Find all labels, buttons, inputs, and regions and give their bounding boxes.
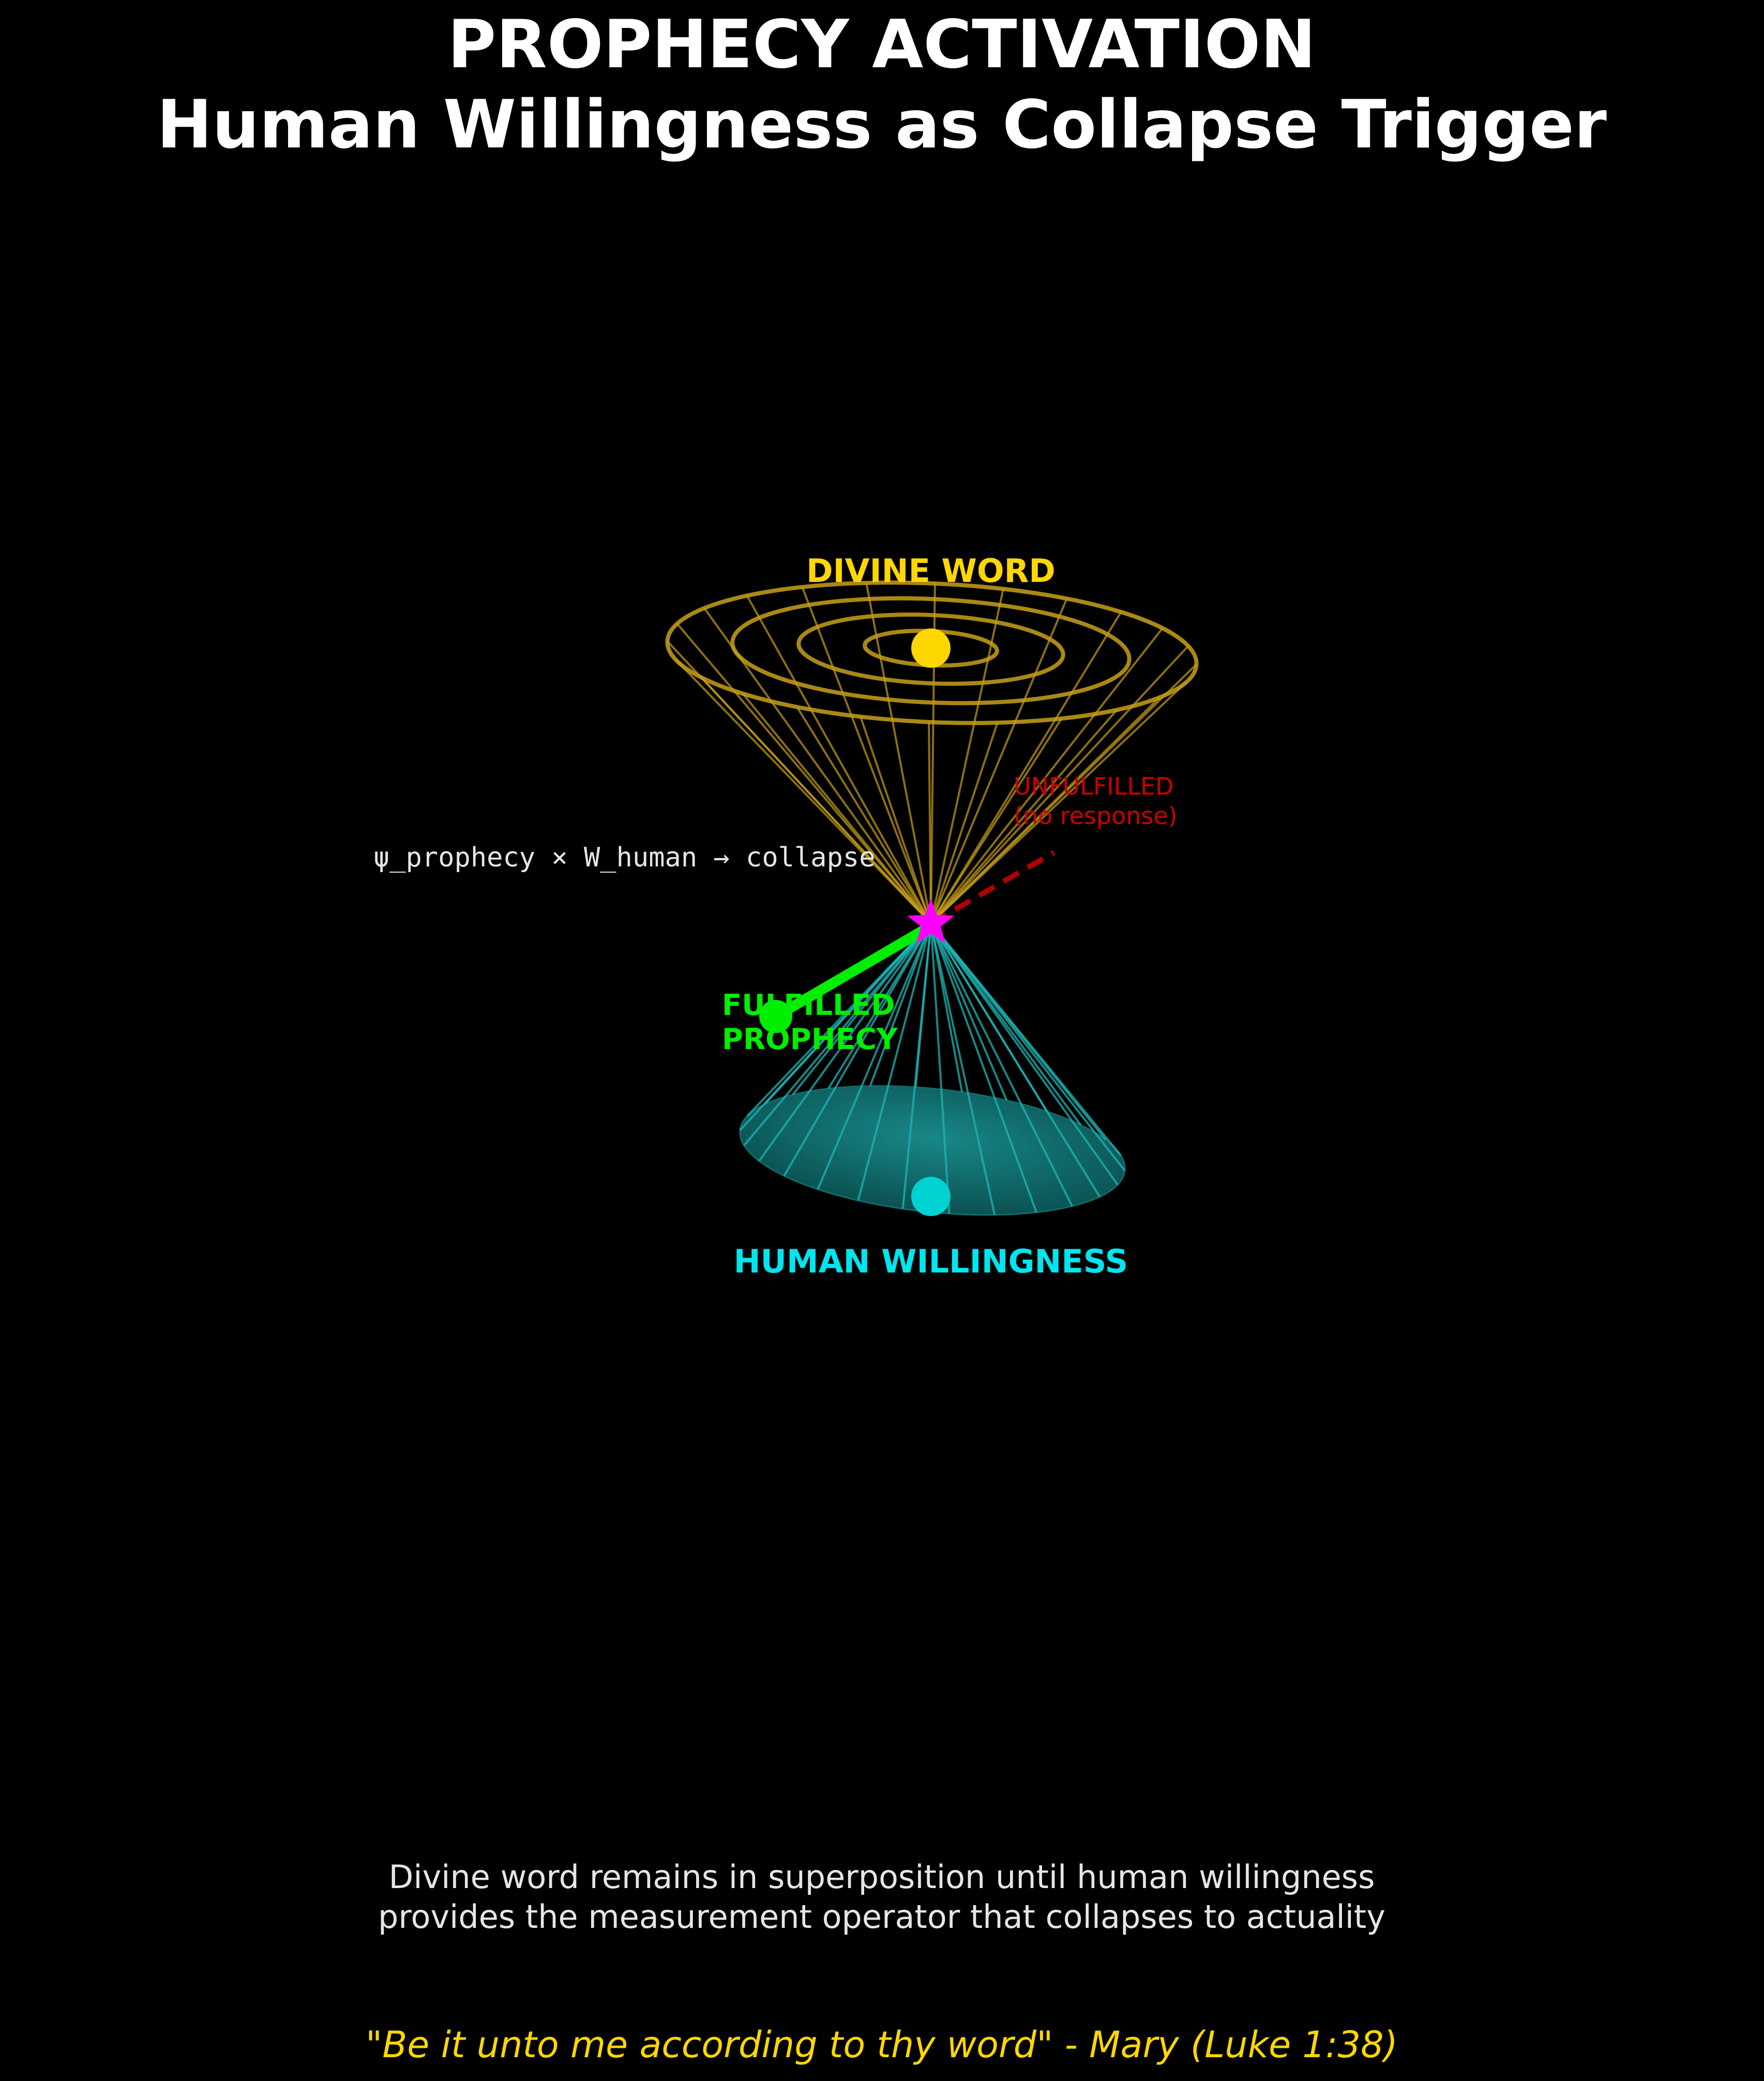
human-cone-line bbox=[869, 923, 932, 1087]
caption-line-2: provides the measurement operator that c… bbox=[378, 1898, 1385, 1936]
title-line-2: Human Willingness as Collapse Trigger bbox=[157, 86, 1607, 163]
divine-cone-line bbox=[930, 696, 1160, 924]
human-cone-line bbox=[930, 923, 963, 1092]
divine-word-point bbox=[911, 628, 951, 668]
human-willingness-cone bbox=[739, 922, 1126, 1215]
divine-cone-line bbox=[746, 595, 932, 924]
divine-cone-line bbox=[801, 587, 932, 924]
collapse-star-icon bbox=[907, 899, 955, 944]
human-willingness-label: HUMAN WILLINGNESS bbox=[734, 1242, 1128, 1280]
divine-cone-line bbox=[667, 640, 932, 924]
unfulfilled-label-line-2: (no response) bbox=[1014, 802, 1178, 830]
human-cone-line bbox=[764, 922, 932, 1105]
divine-word-cone bbox=[667, 582, 1197, 924]
divine-cone-line bbox=[865, 582, 932, 924]
unfulfilled-label-line-1: UNFULFILLED bbox=[1014, 772, 1174, 800]
human-cone-line bbox=[783, 922, 932, 1177]
divine-cone-line bbox=[860, 716, 932, 924]
human-cone-line bbox=[827, 922, 932, 1089]
divine-ring-2 bbox=[796, 612, 1065, 686]
unfulfilled-path bbox=[929, 850, 1056, 926]
human-cone-line bbox=[930, 922, 1048, 1112]
caption-line-1: Divine word remains in superposition unt… bbox=[389, 1858, 1375, 1896]
human-cone-line bbox=[792, 922, 932, 1096]
human-cone-line bbox=[930, 923, 1073, 1207]
divine-cone-line bbox=[930, 722, 999, 924]
divine-cone-line bbox=[930, 598, 1068, 924]
divine-cone-line bbox=[930, 645, 1189, 924]
human-willingness-point bbox=[911, 1177, 951, 1216]
human-cone-line bbox=[930, 923, 1008, 1101]
divine-cone-line bbox=[796, 706, 932, 924]
fulfilled-point bbox=[759, 1000, 792, 1033]
divine-ring-3 bbox=[730, 596, 1132, 706]
human-cone-line bbox=[930, 923, 951, 1214]
divine-cone-line bbox=[930, 681, 1187, 924]
fulfilled-label-line-2: PROPHECY bbox=[722, 1023, 898, 1056]
human-cone-line bbox=[758, 922, 932, 1162]
divine-cone-line bbox=[930, 627, 1164, 924]
collapse-equation: ψ_prophecy × W_human → collapse bbox=[373, 842, 876, 873]
fulfilled-label-line-1: FULFILLED bbox=[722, 989, 895, 1022]
divine-ring-outer bbox=[665, 580, 1199, 725]
human-cone-line bbox=[930, 922, 1122, 1156]
human-cone-line bbox=[857, 923, 932, 1201]
human-cone-line bbox=[914, 923, 932, 1087]
human-cone-line bbox=[930, 923, 1037, 1213]
divine-word-label: DIVINE WORD bbox=[806, 552, 1056, 590]
human-cone-line bbox=[817, 923, 932, 1190]
divine-cone-line bbox=[674, 658, 932, 924]
divine-cone-line bbox=[930, 709, 1118, 924]
scripture-quote: "Be it unto me according to thy word" - … bbox=[366, 2024, 1398, 2066]
divine-cone-line bbox=[676, 623, 932, 924]
human-cone-line bbox=[930, 923, 996, 1215]
fulfilled-path bbox=[771, 921, 936, 1022]
divine-cone-line bbox=[930, 611, 1122, 924]
title-line-1: PROPHECY ACTIVATION bbox=[447, 6, 1316, 83]
human-cone-line bbox=[930, 922, 1082, 1126]
